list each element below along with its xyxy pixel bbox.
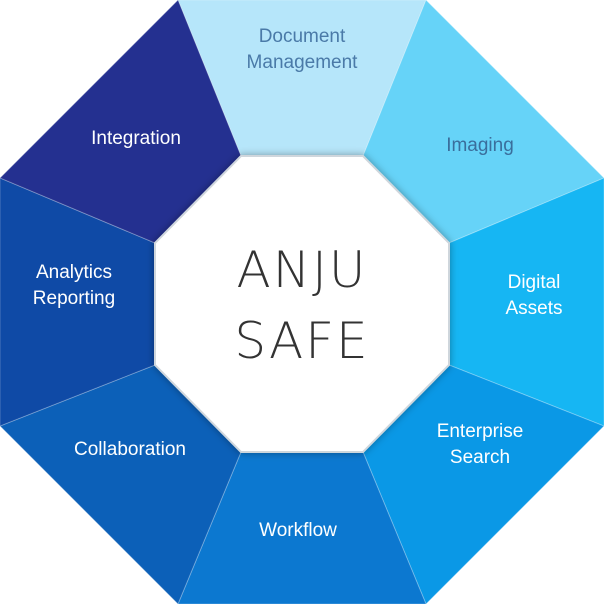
segment-label-enterprise-search-line1: Enterprise — [437, 421, 524, 442]
segment-label-imaging: Imaging — [446, 135, 514, 156]
segment-label-collaboration: Collaboration — [74, 439, 186, 460]
center-octagon — [154, 155, 450, 453]
segment-label-document-management-line2: Management — [247, 52, 359, 73]
segment-label-analytics-reporting-line2: Reporting — [33, 288, 115, 309]
segment-label-enterprise-search-line2: Search — [450, 447, 510, 468]
segment-label-analytics-reporting-line1: Analytics — [36, 262, 112, 283]
segment-label-digital-assets-line1: Digital — [508, 272, 561, 293]
segment-label-integration: Integration — [91, 128, 181, 149]
center-hub: ANJU SAFE — [154, 155, 450, 453]
center-title-line2: SAFE — [234, 312, 369, 370]
segment-label-digital-assets-line2: Assets — [505, 298, 562, 319]
center-title-line1: ANJU — [237, 241, 368, 299]
segment-label-workflow: Workflow — [259, 520, 337, 541]
segment-label-document-management-line1: Document — [259, 26, 346, 47]
